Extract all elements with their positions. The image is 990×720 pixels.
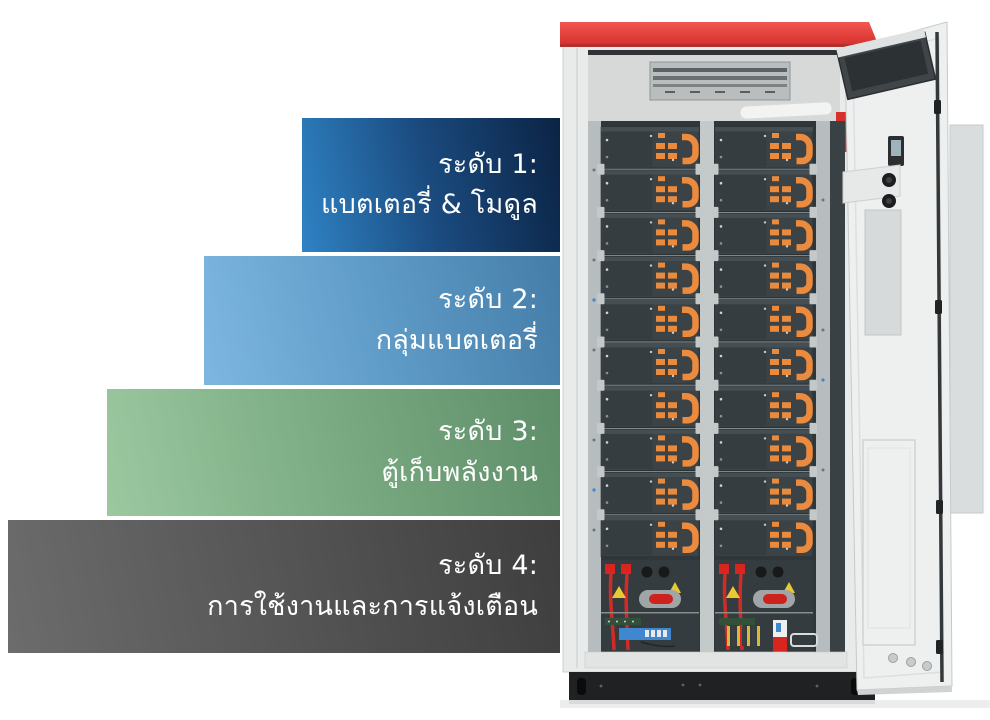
- level-1-title: ระดับ 1:: [438, 148, 538, 180]
- roof-cap: [560, 22, 878, 47]
- door-outer-panel: [949, 124, 984, 514]
- control-unit-left: [601, 560, 699, 652]
- level-4-bar: ระดับ 4: การใช้งานและการแจ้งเตือน: [8, 520, 560, 653]
- level-3-subtitle: ตู้เก็บพลังงาน: [381, 456, 538, 488]
- cabinet-illustration: [555, 0, 990, 720]
- level-2-bar: ระดับ 2: กลุ่มแบตเตอรี่: [204, 256, 560, 385]
- door-louver-box: [836, 28, 937, 101]
- door-hinge-strip: [935, 31, 944, 683]
- level-4-subtitle: การใช้งานและการแจ้งเตือน: [207, 590, 538, 622]
- door-lower-panel: [862, 439, 916, 646]
- plinth: [569, 672, 875, 704]
- door-bolts: [888, 653, 932, 671]
- level-4-title: ระดับ 4:: [438, 550, 538, 581]
- door-display-screen: [888, 136, 904, 166]
- level-3-bar: ระดับ 3: ตู้เก็บพลังงาน: [107, 389, 560, 516]
- battery-module-column-left: [596, 127, 704, 557]
- control-unit-right: [715, 560, 818, 652]
- level-3-title: ระดับ 3:: [438, 416, 538, 447]
- battery-cabinet-image: [560, 21, 990, 708]
- cabinet-door-open: [836, 21, 953, 695]
- cabinet-body: [560, 22, 881, 704]
- level-2-subtitle: กลุ่มแบตเตอรี่: [375, 324, 538, 356]
- level-1-subtitle: แบตเตอรี่ & โมดูล: [321, 189, 538, 220]
- breaker-device: [773, 620, 787, 652]
- interior-light: [739, 101, 833, 120]
- battery-module-column-right: [710, 127, 818, 557]
- vent-grille: [649, 61, 791, 101]
- door-stay-bracket: [842, 164, 901, 208]
- door-pocket: [864, 209, 902, 336]
- level-2-title: ระดับ 2:: [438, 284, 538, 315]
- wire-bundle: [727, 626, 760, 646]
- level-1-bar: ระดับ 1: แบตเตอรี่ & โมดูล: [302, 118, 560, 252]
